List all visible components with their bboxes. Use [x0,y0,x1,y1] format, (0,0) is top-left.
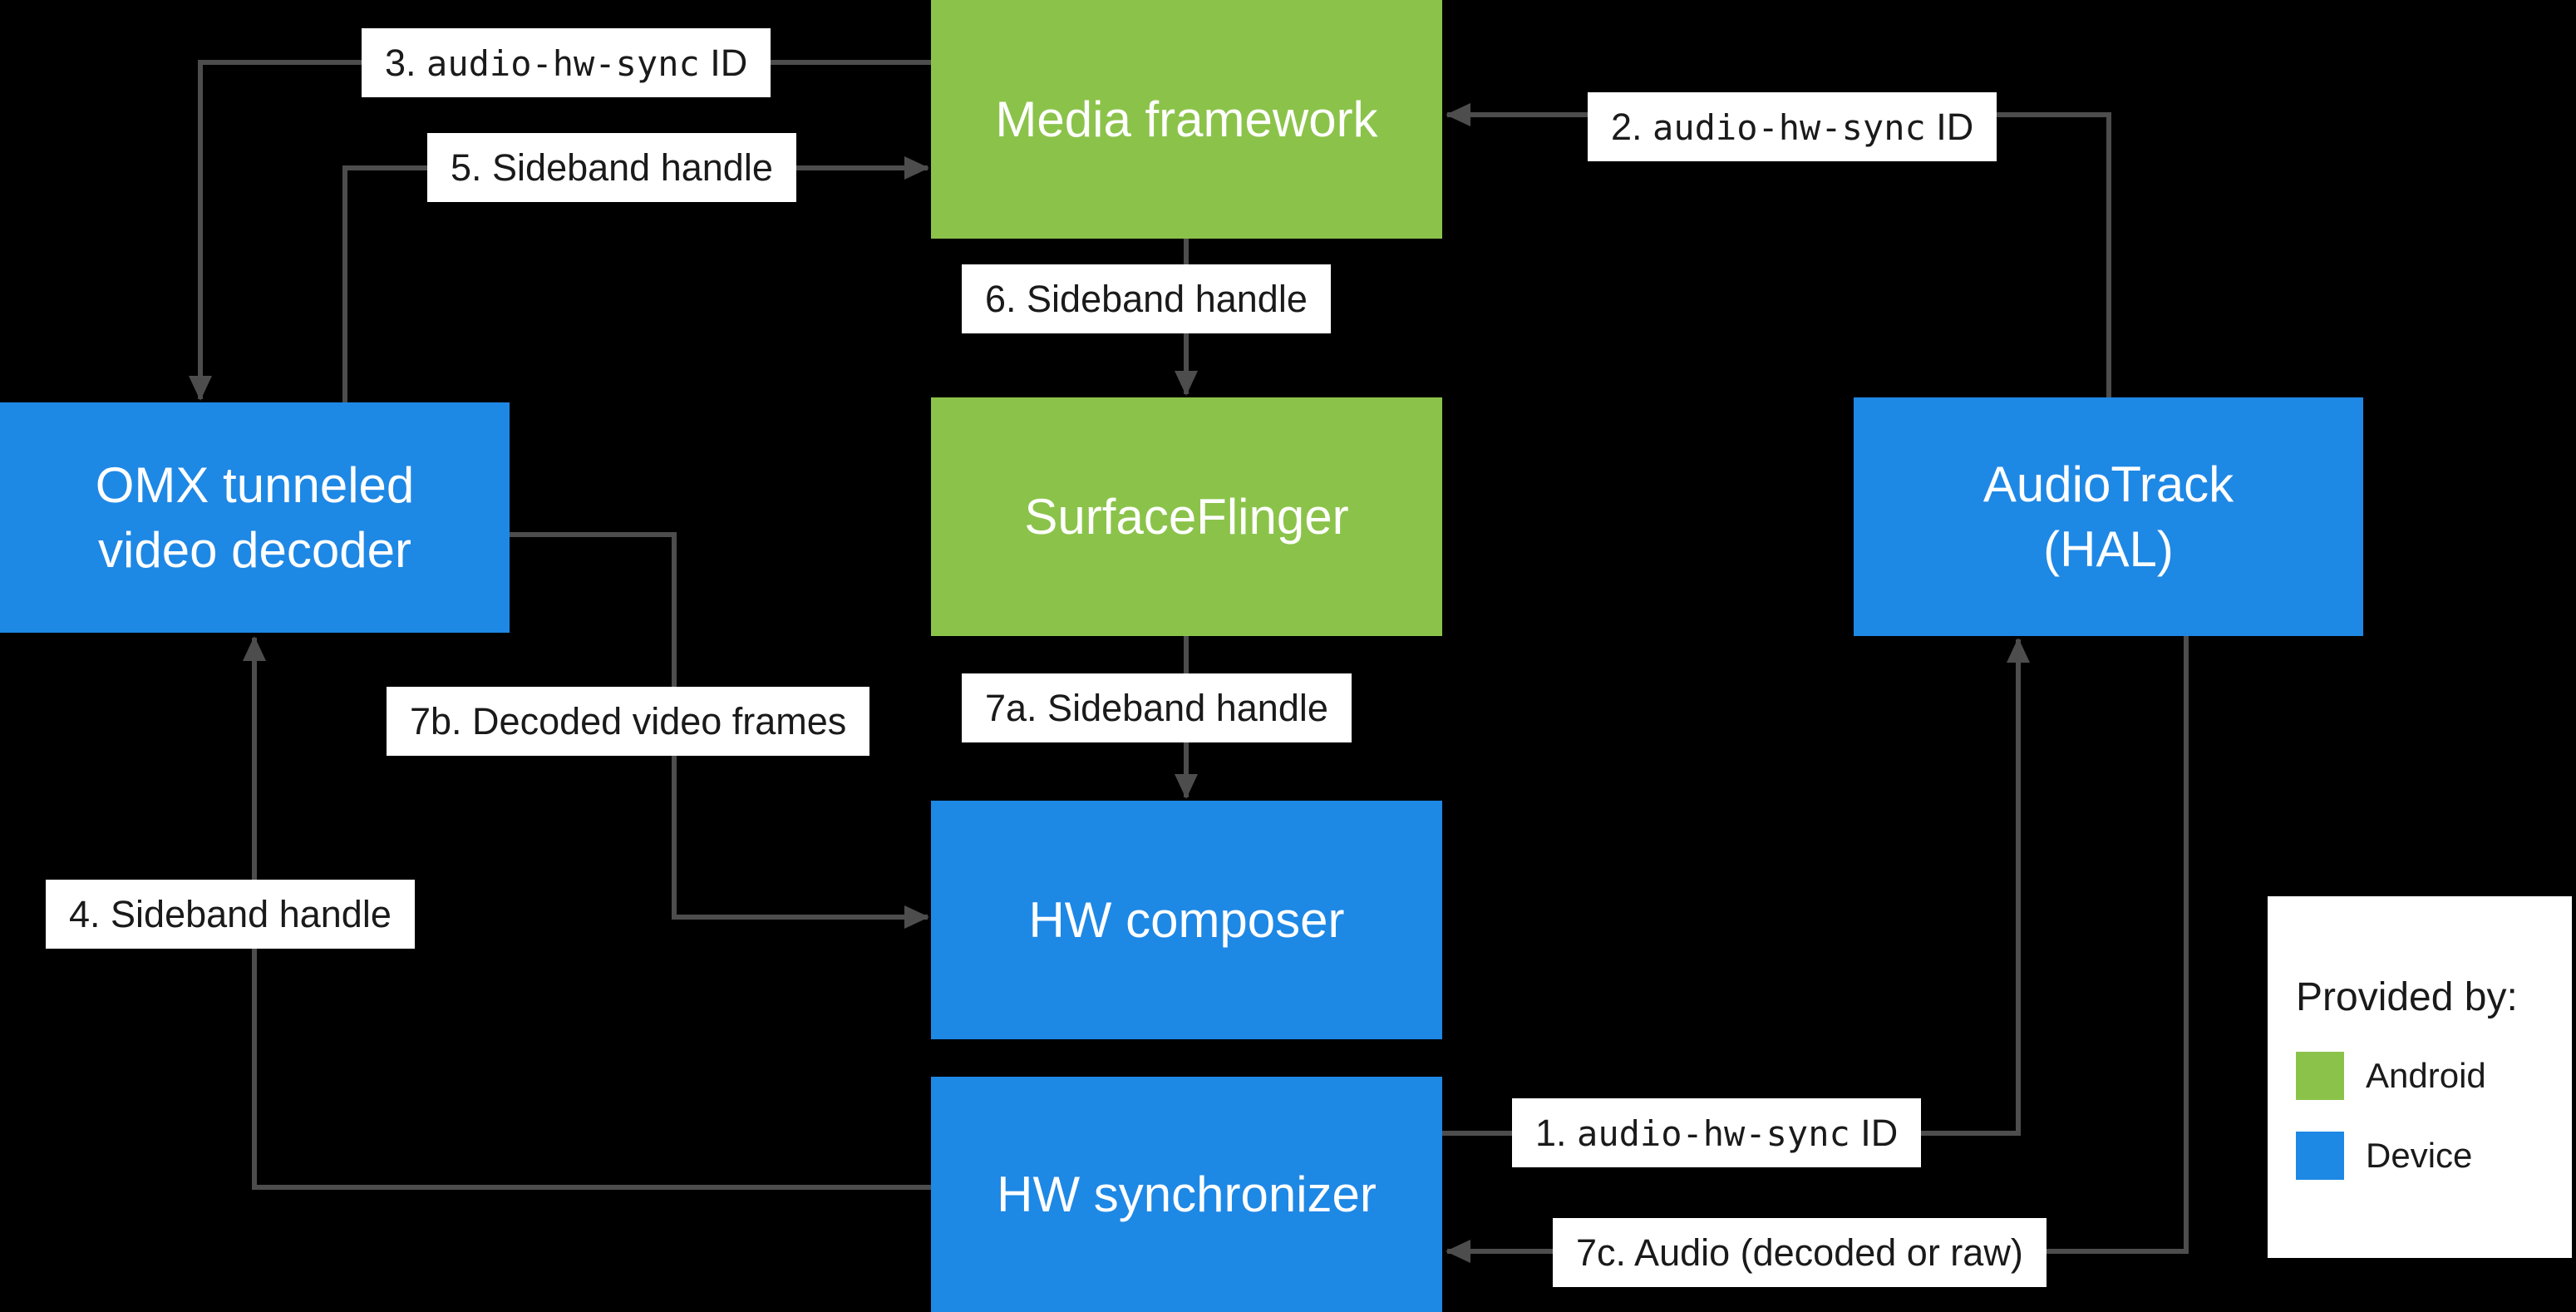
node-hw-synchronizer: HW synchronizer [931,1077,1442,1312]
legend-item-device: Device [2296,1132,2544,1180]
arrow-step-4 [243,636,931,1190]
arrow-step-3 [189,60,933,401]
step-label-6: 6. Sideband handle [962,264,1331,333]
step-7c-text: 7c. Audio (decoded or raw) [1576,1231,2023,1274]
arrow-step-1 [1442,638,2030,1136]
step-3-mono-text: audio-hw-sync [426,43,700,84]
step-label-5: 5. Sideband handle [427,133,796,202]
step-label-1: 1. audio-hw-sync ID [1512,1098,1922,1167]
step-2-mono-text: audio-hw-sync [1652,107,1926,148]
step-1-suffix: ID [1849,1112,1899,1154]
step-label-7c: 7c. Audio (decoded or raw) [1553,1218,2047,1287]
legend-item-device-label: Device [2366,1136,2473,1175]
device-color-swatch [2296,1132,2344,1180]
node-audiotrack-label-line1: AudioTrack [1982,456,2234,512]
node-media-framework-label: Media framework [995,91,1378,147]
step-1-prefix: 1. [1535,1112,1578,1154]
node-omx-tunneled-video-decoder: OMX tunneled video decoder [0,402,510,633]
step-4-text: 4. Sideband handle [69,893,392,935]
step-5-text: 5. Sideband handle [451,146,773,189]
step-label-3: 3. audio-hw-sync ID [362,28,771,97]
step-2-suffix: ID [1925,106,1974,148]
step-3-prefix: 3. [385,42,427,84]
node-omx-label-line2: video decoder [98,521,411,578]
arrow-step-5 [342,156,929,402]
node-surfaceflinger-label: SurfaceFlinger [1024,488,1349,545]
node-audiotrack-hal: AudioTrack (HAL) [1854,397,2363,636]
step-label-7b: 7b. Decoded video frames [387,687,870,756]
step-7b-text: 7b. Decoded video frames [410,700,847,742]
step-label-4: 4. Sideband handle [46,880,415,949]
node-hw-synchronizer-label: HW synchronizer [997,1166,1377,1222]
legend-item-android-label: Android [2366,1056,2486,1095]
node-media-framework: Media framework [931,0,1442,239]
step-label-7a: 7a. Sideband handle [962,673,1352,742]
legend-title: Provided by: [2296,975,2518,1019]
legend: Provided by: Android Device [2268,896,2572,1258]
step-6-text: 6. Sideband handle [985,278,1308,320]
node-omx-label-line1: OMX tunneled [95,456,415,513]
step-3-suffix: ID [699,42,748,84]
legend-item-android: Android [2296,1052,2544,1100]
node-hw-composer: HW composer [931,801,1442,1039]
step-1-mono-text: audio-hw-sync [1577,1113,1850,1154]
step-7a-text: 7a. Sideband handle [985,687,1328,729]
step-label-2: 2. audio-hw-sync ID [1588,92,1997,161]
step-2-prefix: 2. [1611,106,1653,148]
android-color-swatch [2296,1052,2344,1100]
node-audiotrack-label-line2: (HAL) [2043,520,2174,577]
node-hw-composer-label: HW composer [1028,891,1345,948]
node-surfaceflinger: SurfaceFlinger [931,397,1442,636]
